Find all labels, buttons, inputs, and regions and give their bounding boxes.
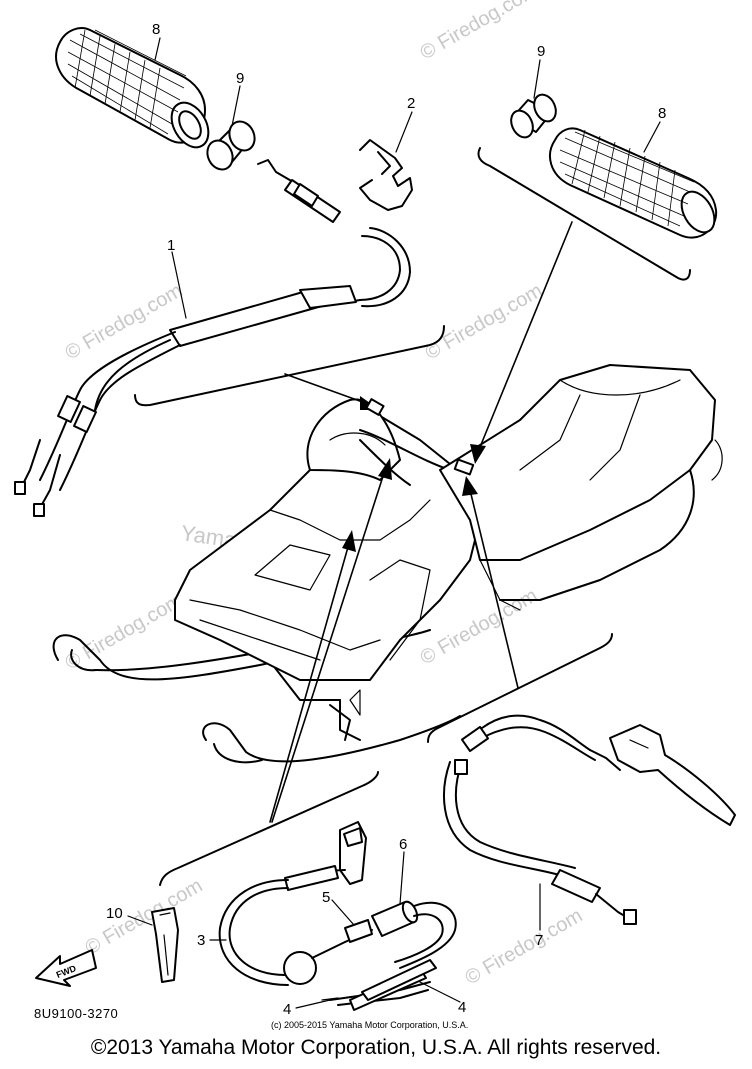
right-grip — [549, 127, 718, 239]
callout-5: 5 — [322, 889, 330, 906]
watermark-firedog-bottom-right: © Firedog.com — [462, 905, 587, 990]
brake-cable — [443, 714, 637, 925]
left-grip — [55, 27, 210, 149]
callout-6: 6 — [399, 836, 407, 853]
callout-1: 1 — [167, 237, 175, 254]
callout-10: 10 — [106, 905, 123, 922]
spring-clip — [359, 139, 413, 211]
callout-8-right: 8 — [658, 105, 666, 122]
snowmobile-illustration — [52, 364, 723, 764]
callout-leaders — [127, 37, 661, 1009]
callout-4-left: 4 — [283, 1001, 291, 1018]
watermark-firedog-right: © Firedog.com — [422, 280, 547, 365]
callout-7: 7 — [535, 932, 543, 949]
part-number: 8U9100-3270 — [34, 1006, 118, 1021]
watermark-firedog-bottom-left: © Firedog.com — [82, 875, 207, 960]
fwd-arrow: FWD — [35, 949, 97, 987]
small-copyright: (c) 2005-2015 Yamaha Motor Corporation, … — [271, 1020, 468, 1030]
throttle-cable — [14, 159, 411, 517]
right-collar — [510, 93, 557, 139]
left-collar — [206, 120, 256, 171]
watermark-firedog-top-right: © Firedog.com — [417, 0, 542, 64]
callout-2: 2 — [407, 95, 415, 112]
copyright-notice: ©2013 Yamaha Motor Corporation, U.S.A. A… — [90, 1036, 662, 1059]
callout-numbers: 8 9 2 1 9 8 10 3 4 4 5 6 7 — [106, 21, 666, 1018]
watermark-firedog-mid-left: © Firedog.com — [62, 590, 187, 675]
brake-lever — [609, 724, 736, 826]
callout-9-left: 9 — [236, 70, 244, 87]
ignition-key — [151, 907, 179, 983]
callout-4-right: 4 — [458, 999, 466, 1016]
ignition-harness — [218, 821, 457, 1011]
callout-9-right: 9 — [537, 43, 545, 60]
callout-8-left: 8 — [152, 21, 160, 38]
callout-3: 3 — [197, 932, 205, 949]
leader-arrows — [269, 221, 573, 823]
